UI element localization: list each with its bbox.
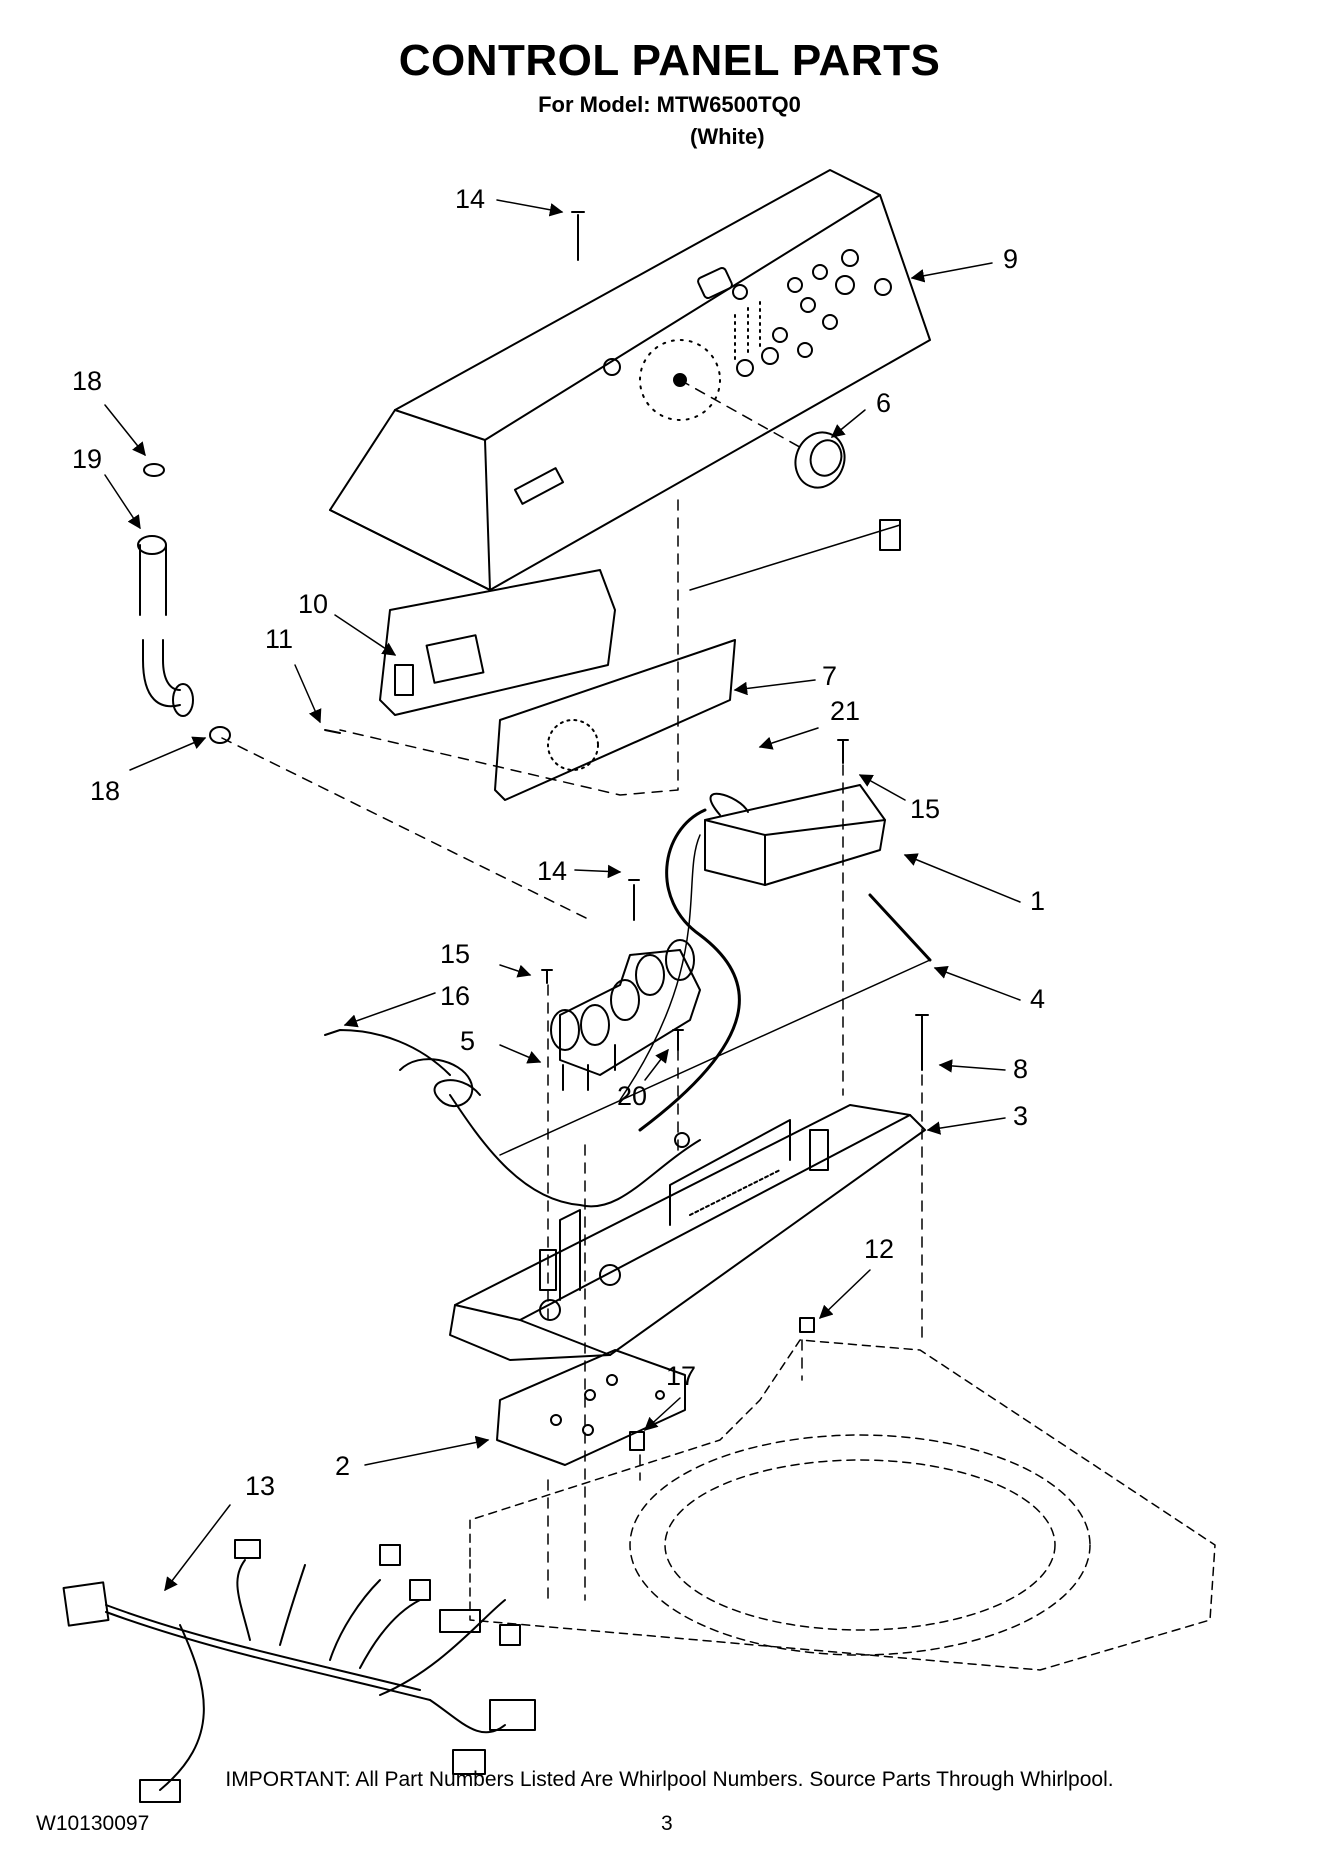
callout-label: 18	[72, 366, 102, 396]
callout-label: 6	[876, 388, 891, 418]
console-panel	[329, 169, 931, 591]
callout-label: 15	[440, 939, 470, 969]
callout-label: 11	[265, 624, 293, 654]
hose-fittings-part	[137, 463, 231, 744]
callout-label: 20	[617, 1081, 647, 1111]
rod-part	[868, 893, 932, 962]
callout-label: 5	[460, 1026, 475, 1056]
knob-part	[794, 431, 846, 489]
shield-plate-part	[496, 1349, 686, 1466]
page-title: CONTROL PANEL PARTS	[398, 36, 941, 85]
valve-assembly-part	[550, 939, 701, 1091]
callout-label: 14	[455, 184, 485, 214]
leader-arrows	[104, 199, 1021, 1592]
callout-label: 7	[822, 661, 837, 691]
callout-label: 15	[910, 794, 940, 824]
page-number: 3	[661, 1812, 673, 1835]
callout-label: 8	[1013, 1054, 1028, 1084]
wire-harness-part	[62, 1539, 536, 1803]
callout-label: 9	[1003, 244, 1018, 274]
callout-label: 14	[537, 856, 567, 886]
color-line: (White)	[690, 124, 765, 149]
callout-label: 2	[335, 1451, 350, 1481]
control-board-part	[494, 519, 901, 801]
callout-label: 10	[298, 589, 328, 619]
rod-line	[499, 959, 931, 1156]
callout-labels: 14 9 18 19 6 10 11 7 21 18 15 14 1 15 16…	[72, 184, 1045, 1501]
callout-label: 3	[1013, 1101, 1028, 1131]
machine-control-part	[619, 784, 886, 1132]
cabinet-top-outline	[469, 1339, 1216, 1671]
callout-label: 21	[830, 696, 860, 726]
callout-label: 17	[666, 1361, 696, 1391]
callout-label: 12	[864, 1234, 894, 1264]
model-line: For Model: MTW6500TQ0	[538, 92, 801, 117]
harness-16-part	[324, 1029, 701, 1208]
bezel-part	[379, 569, 616, 716]
alignment-lines	[221, 379, 923, 1601]
callout-label: 19	[72, 444, 102, 474]
document-number: W10130097	[36, 1812, 150, 1835]
callout-label: 4	[1030, 984, 1045, 1014]
console-base-part	[449, 1104, 926, 1361]
screws	[324, 211, 929, 1451]
important-note: IMPORTANT: All Part Numbers Listed Are W…	[225, 1768, 1114, 1791]
callout-label: 16	[440, 981, 470, 1011]
callout-label: 18	[90, 776, 120, 806]
callout-label: 1	[1030, 886, 1045, 916]
callout-label: 13	[245, 1471, 275, 1501]
